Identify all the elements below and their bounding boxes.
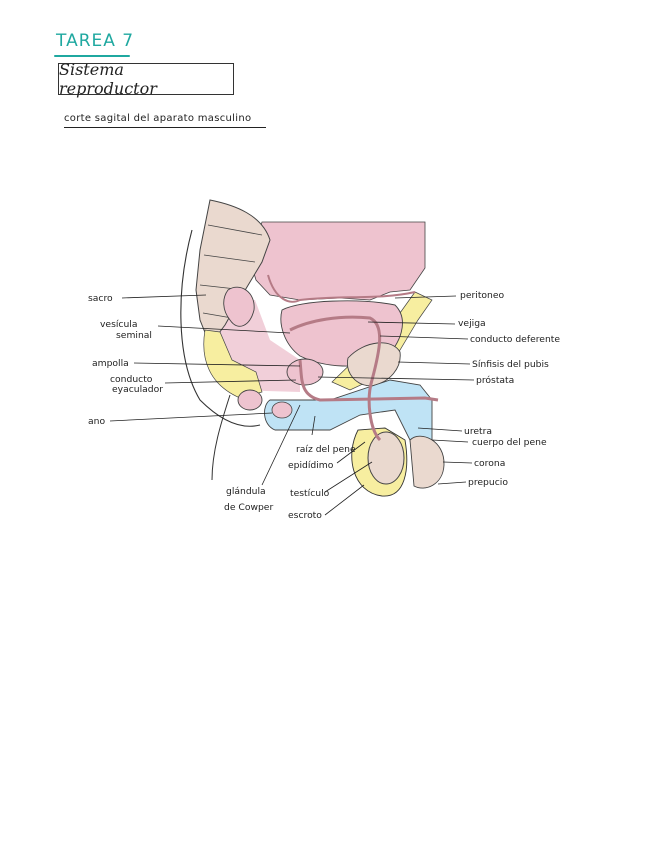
- label-uretra: uretra: [464, 426, 492, 437]
- label-raiz: raíz del pene: [296, 444, 356, 455]
- peritoneum-line: [267, 274, 416, 303]
- leader-lines: [109, 294, 475, 516]
- label-testiculo: testículo: [290, 488, 330, 499]
- label-vesicula-2: seminal: [116, 330, 152, 341]
- vas-deferens: [289, 315, 382, 442]
- subtitle-underline: [64, 127, 266, 129]
- label-sacro: sacro: [88, 293, 113, 304]
- page-title: Sistema reproductor: [58, 60, 234, 98]
- label-sinfisis: Sínfisis del pubis: [472, 359, 549, 370]
- task-title: TAREA 7: [56, 31, 135, 51]
- label-prepucio: prepucio: [468, 477, 508, 488]
- label-ampolla: ampolla: [92, 358, 129, 369]
- prostate: [286, 358, 324, 386]
- glans: [409, 435, 445, 489]
- label-cuerpo: cuerpo del pene: [472, 437, 547, 448]
- label-vejiga: vejiga: [458, 318, 486, 329]
- anal-canal: [237, 389, 263, 411]
- label-ano: ano: [88, 416, 105, 427]
- task-underline: [54, 55, 130, 57]
- label-conducto-eyac-1: conducto: [110, 374, 153, 385]
- penis-body: [264, 379, 433, 481]
- label-escroto: escroto: [288, 510, 322, 521]
- label-glandula-1: glándula: [226, 486, 266, 497]
- body-outline-back: [180, 229, 261, 427]
- label-epididimo: epidídimo: [288, 460, 334, 471]
- label-prostata: próstata: [476, 375, 514, 386]
- label-peritoneo: peritoneo: [460, 290, 505, 301]
- testis: [367, 431, 405, 485]
- label-conducto-eyac-2: eyaculador: [112, 384, 163, 395]
- diagram-subtitle: corte sagital del aparato masculino: [64, 113, 252, 124]
- urethra: [298, 359, 439, 402]
- intestine-mass: [249, 221, 426, 301]
- label-corona: corona: [474, 458, 505, 469]
- seminal-vesicle: [223, 286, 255, 327]
- label-deferente: conducto deferente: [470, 334, 560, 345]
- label-glandula-2: de Cowper: [224, 502, 273, 513]
- label-vesicula-1: vesícula: [100, 319, 138, 330]
